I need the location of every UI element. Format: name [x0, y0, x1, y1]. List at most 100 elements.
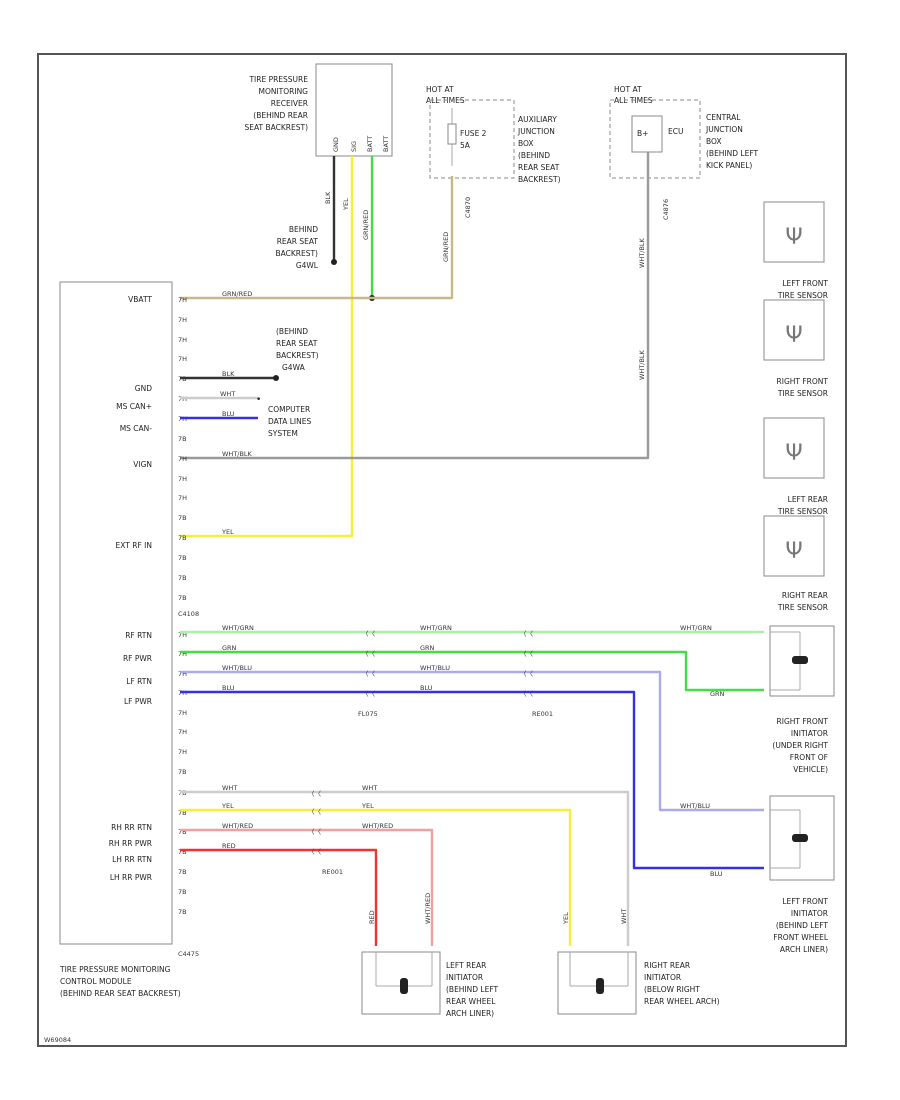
svg-text:GRN: GRN — [420, 644, 435, 652]
svg-text:C4475: C4475 — [178, 950, 199, 958]
svg-text:ECU: ECU — [668, 127, 683, 136]
svg-text:〈〈: 〈〈 — [308, 790, 322, 798]
svg-text:BACKREST): BACKREST) — [276, 351, 319, 360]
svg-text:〈〈: 〈〈 — [520, 630, 534, 638]
svg-text:WHT/BLK: WHT/BLK — [638, 237, 646, 268]
sensor-left-front: Ψ LEFT FRONT TIRE SENSOR — [763, 201, 828, 300]
rear-wire-labels: WHT YEL WHT/RED RED WHT YEL WHT/RED RED … — [221, 784, 628, 925]
svg-text:7H: 7H — [178, 355, 187, 363]
svg-text:7H: 7H — [178, 475, 187, 483]
left-rear-initiator: LEFT REAR INITIATOR (BEHIND LEFT REAR WH… — [361, 951, 499, 1018]
svg-text:WHT: WHT — [362, 784, 377, 792]
svg-text:RH RR PWR: RH RR PWR — [109, 839, 152, 848]
svg-text:LH RR PWR: LH RR PWR — [110, 873, 152, 882]
svg-text:SIG: SIG — [350, 141, 358, 152]
svg-text:BLU: BLU — [420, 684, 433, 692]
svg-text:7H: 7H — [178, 748, 187, 756]
svg-text:7B: 7B — [178, 554, 187, 562]
svg-text:RH RR RTN: RH RR RTN — [111, 823, 152, 832]
svg-text:WHT: WHT — [220, 390, 235, 398]
svg-text:TIRE PRESSURE: TIRE PRESSURE — [248, 75, 308, 84]
svg-text:TIRE SENSOR: TIRE SENSOR — [777, 507, 828, 516]
svg-text:BEHIND: BEHIND — [289, 225, 318, 234]
svg-text:WHT/GRN: WHT/GRN — [680, 624, 712, 632]
svg-text:WHT/RED: WHT/RED — [424, 893, 432, 924]
svg-text:WHT: WHT — [222, 784, 237, 792]
ground-rear-label: BEHIND REAR SEAT BACKREST) G4WL — [275, 225, 318, 270]
svg-text:MONITORING: MONITORING — [258, 87, 308, 96]
svg-text:RE001: RE001 — [322, 868, 343, 876]
svg-text:TIRE SENSOR: TIRE SENSOR — [777, 291, 828, 300]
svg-text:WHT/GRN: WHT/GRN — [420, 624, 452, 632]
svg-text:RECEIVER: RECEIVER — [271, 99, 308, 108]
svg-text:7H: 7H — [178, 316, 187, 324]
svg-text:LEFT REAR: LEFT REAR — [446, 961, 486, 970]
svg-text:YEL: YEL — [221, 528, 234, 536]
svg-text:RED: RED — [368, 910, 376, 924]
svg-text:〈〈: 〈〈 — [520, 650, 534, 658]
svg-text:G4WA: G4WA — [282, 363, 306, 372]
svg-text:G4WL: G4WL — [296, 261, 319, 270]
svg-text:RF RTN: RF RTN — [125, 631, 152, 640]
svg-text:7H: 7H — [178, 336, 187, 344]
svg-text:GRN: GRN — [222, 644, 237, 652]
svg-text:JUNCTION: JUNCTION — [705, 125, 743, 134]
svg-text:BLK: BLK — [324, 191, 332, 204]
module-pins-lower: 7H 7H 7H 7H 7H 7H 7H 7B 7B 7B 7B 7B 7B 7… — [178, 631, 187, 916]
svg-text:TIRE SENSOR: TIRE SENSOR — [777, 389, 828, 398]
svg-text:(BELOW RIGHT: (BELOW RIGHT — [644, 985, 700, 994]
svg-text:WHT/RED: WHT/RED — [222, 822, 253, 830]
svg-text:(BEHIND REAR: (BEHIND REAR — [253, 111, 308, 120]
antenna-icon: Ψ — [785, 441, 802, 466]
svg-text:(BEHIND LEFT: (BEHIND LEFT — [776, 921, 829, 930]
svg-text:〈〈: 〈〈 — [362, 650, 376, 658]
module-pins-upper: 7H 7H 7H 7H 7B 7H 7H 7B 7H 7H 7H 7B 7B 7… — [178, 296, 187, 602]
svg-text:WHT/BLU: WHT/BLU — [222, 664, 252, 672]
svg-text:BACKREST): BACKREST) — [275, 249, 318, 258]
svg-text:WHT/BLU: WHT/BLU — [680, 802, 710, 810]
svg-text:VEHICLE): VEHICLE) — [793, 765, 828, 774]
svg-text:〈〈: 〈〈 — [308, 848, 322, 856]
svg-text:GND: GND — [135, 384, 152, 393]
svg-text:WHT/GRN: WHT/GRN — [222, 624, 254, 632]
svg-text:RE001: RE001 — [532, 710, 553, 718]
svg-text:REAR SEAT: REAR SEAT — [518, 163, 560, 172]
svg-text:REAR SEAT: REAR SEAT — [276, 339, 318, 348]
svg-text:BATT: BATT — [366, 136, 374, 152]
svg-text:7B: 7B — [178, 514, 187, 522]
wire-rh-rr-pwr — [180, 808, 572, 946]
svg-text:FRONT WHEEL: FRONT WHEEL — [773, 933, 829, 942]
svg-text:WHT/BLK: WHT/BLK — [222, 450, 253, 458]
svg-text:7H: 7H — [178, 709, 187, 717]
connector-re001-rear: 〈〈 〈〈 〈〈 〈〈 RE001 — [308, 790, 343, 876]
diagram-frame — [37, 53, 847, 1047]
svg-text:LEFT REAR: LEFT REAR — [788, 495, 828, 504]
svg-text:INITIATOR: INITIATOR — [791, 909, 828, 918]
wire-ext-rf-yel — [180, 156, 354, 538]
svg-text:WHT/RED: WHT/RED — [362, 822, 393, 830]
svg-text:〈〈: 〈〈 — [362, 690, 376, 698]
svg-text:REAR SEAT: REAR SEAT — [277, 237, 319, 246]
svg-text:7B: 7B — [178, 768, 187, 776]
tpms-control-module: VBATT GND MS CAN+ MS CAN- VIGN EXT RF IN… — [59, 281, 199, 998]
svg-text:CONTROL MODULE: CONTROL MODULE — [60, 977, 132, 986]
diagram-id: W69084 — [44, 1036, 71, 1044]
svg-text:C4108: C4108 — [178, 610, 199, 618]
svg-text:GRN/RED: GRN/RED — [222, 290, 252, 298]
wire-rf-pwr — [180, 650, 764, 692]
svg-text:ARCH LINER): ARCH LINER) — [446, 1009, 494, 1018]
svg-text:7B: 7B — [178, 908, 187, 916]
svg-text:C4876: C4876 — [662, 199, 670, 220]
svg-text:GND: GND — [332, 137, 340, 152]
svg-text:HOT AT: HOT AT — [426, 85, 454, 94]
svg-text:INITIATOR: INITIATOR — [644, 973, 681, 982]
svg-text:7H: 7H — [178, 455, 187, 463]
svg-text:SEAT BACKREST): SEAT BACKREST) — [244, 123, 308, 132]
svg-text:7H: 7H — [178, 631, 187, 639]
svg-text:BACKREST): BACKREST) — [518, 175, 561, 184]
svg-text:7H: 7H — [178, 494, 187, 502]
wire-lf-rtn — [180, 670, 764, 812]
svg-text:〈〈: 〈〈 — [308, 808, 322, 816]
wire-vbatt-grn-red — [180, 176, 454, 300]
